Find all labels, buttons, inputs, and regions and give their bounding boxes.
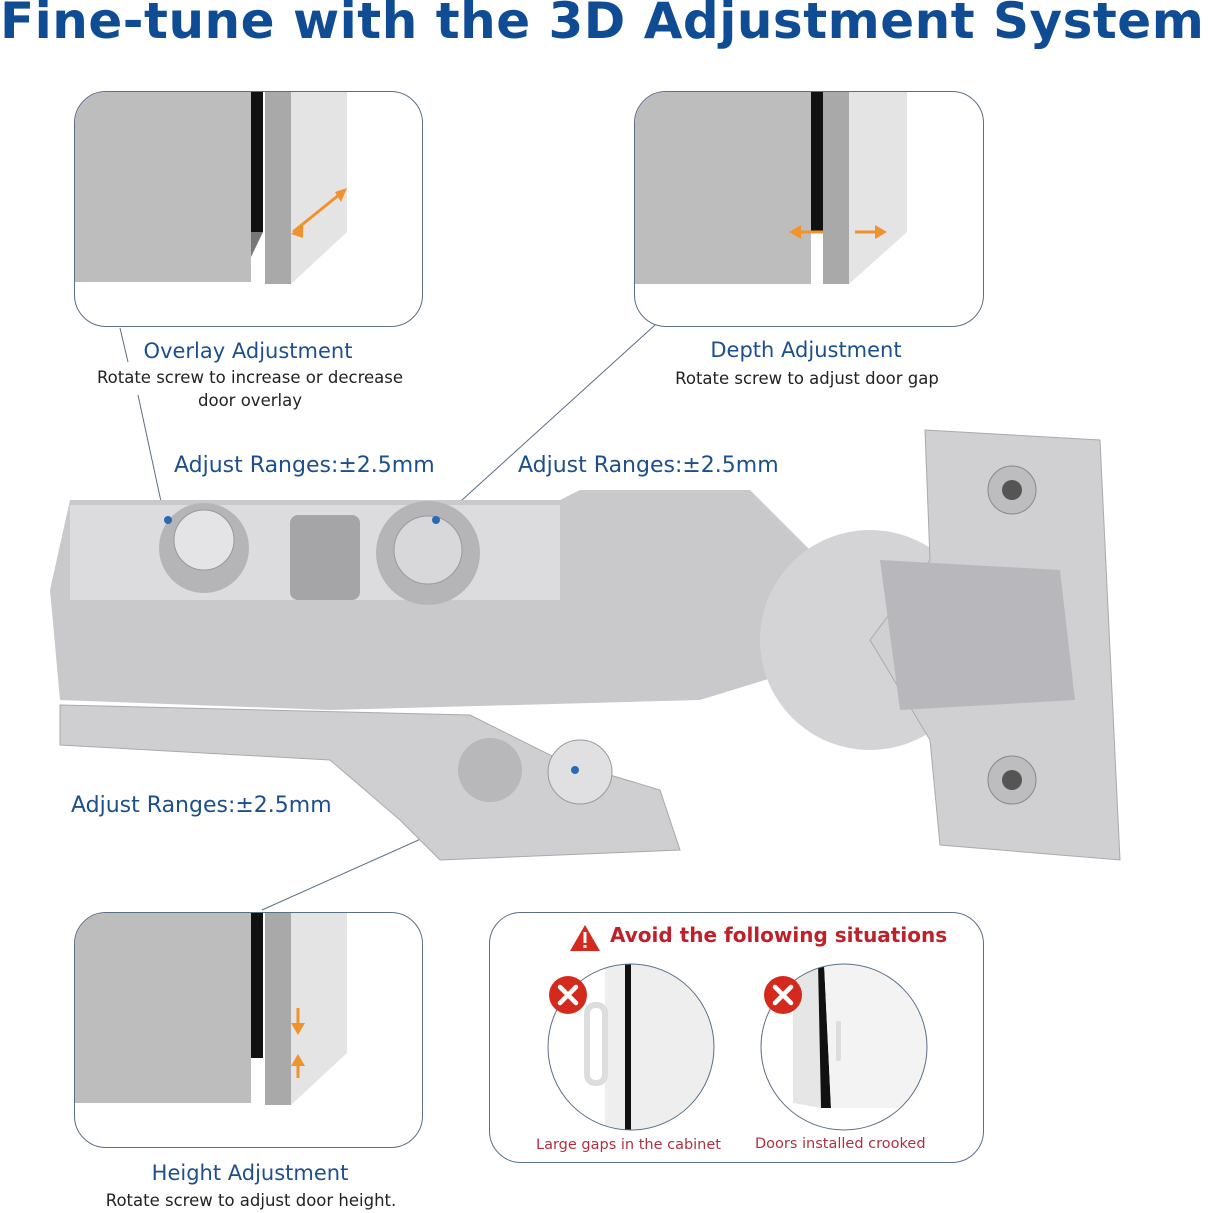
avoid-item-large-gaps: Large gaps in the cabinet <box>536 1137 721 1153</box>
x-circle-icon <box>549 976 587 1014</box>
warning-triangle-icon <box>570 925 600 951</box>
avoid-heading: Avoid the following situations <box>610 923 948 947</box>
x-circle-icon <box>764 976 802 1014</box>
height-door-diagram <box>75 913 347 1105</box>
depth-door-diagram <box>635 92 907 284</box>
height-desc: Rotate screw to adjust door height. <box>105 1191 397 1210</box>
overlay-range: Adjust Ranges:±2.5mm <box>174 453 435 478</box>
overlay-door-diagram <box>75 92 347 284</box>
depth-desc: Rotate screw to adjust door gap <box>675 369 939 388</box>
overlay-desc-line1: Rotate screw to increase or decrease <box>96 368 404 387</box>
overlay-desc-line2: door overlay <box>198 391 302 410</box>
height-title: Height Adjustment <box>151 1161 349 1185</box>
overlay-desc: Rotate screw to increase or decrease door… <box>74 366 426 412</box>
overlay-illustration <box>74 91 423 327</box>
height-range: Adjust Ranges:±2.5mm <box>71 793 332 818</box>
depth-range: Adjust Ranges:±2.5mm <box>518 453 779 478</box>
page-title: Fine-tune with the 3D Adjustment System <box>0 0 1205 50</box>
overlay-title: Overlay Adjustment <box>143 339 353 363</box>
height-illustration <box>74 912 423 1148</box>
depth-title: Depth Adjustment <box>710 338 902 362</box>
avoid-panel: Avoid the following situations Large gap… <box>489 912 984 1163</box>
avoid-item-crooked: Doors installed crooked <box>755 1136 926 1152</box>
depth-illustration <box>634 91 984 327</box>
